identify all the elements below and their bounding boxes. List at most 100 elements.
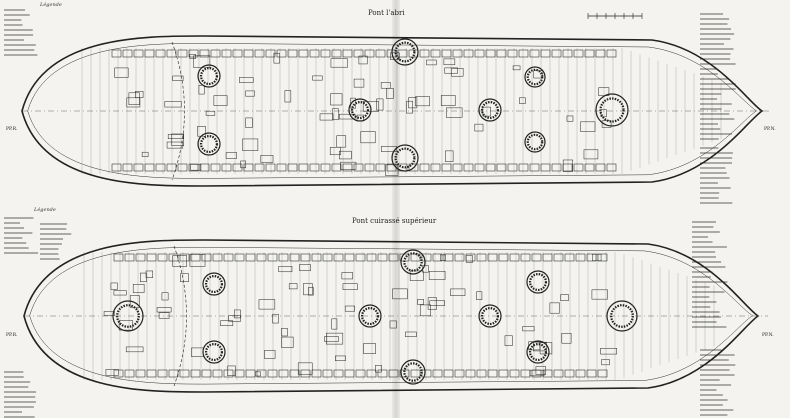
- cabin-block: [561, 333, 572, 344]
- cabin-block: [440, 95, 456, 106]
- side-cabin: [355, 369, 366, 378]
- side-cabin: [289, 253, 300, 262]
- turret-inner-ring: [204, 274, 224, 294]
- cabin-block: [324, 336, 339, 342]
- side-cabin: [443, 253, 454, 262]
- turret-ring: [202, 272, 226, 296]
- side-cabin: [267, 369, 278, 378]
- side-cabin: [124, 369, 135, 378]
- side-cabin: [454, 253, 465, 262]
- side-cabin: [487, 369, 498, 378]
- cabin-block: [375, 365, 382, 373]
- cabin-block: [288, 283, 298, 290]
- cabin-block: [583, 149, 599, 160]
- side-cabin: [333, 369, 344, 378]
- cabin-block: [281, 336, 294, 348]
- side-cabin: [201, 369, 212, 378]
- cabin-block: [172, 75, 184, 81]
- side-cabin: [551, 163, 562, 172]
- side-cabin: [586, 369, 597, 378]
- side-cabin: [542, 369, 553, 378]
- cabin-block: [445, 107, 463, 118]
- cabin-block: [240, 160, 247, 169]
- side-cabin: [155, 49, 166, 58]
- side-cabin: [564, 253, 575, 262]
- side-cabin: [463, 163, 474, 172]
- side-cabin: [146, 253, 157, 262]
- cabin-block: [512, 65, 521, 71]
- side-cabin: [529, 49, 540, 58]
- side-cabin: [278, 253, 289, 262]
- side-cabin: [540, 49, 551, 58]
- side-cabin: [188, 163, 199, 172]
- side-cabin: [476, 369, 487, 378]
- cabin-block: [228, 315, 241, 322]
- side-cabin: [432, 369, 443, 378]
- side-cabin: [311, 369, 322, 378]
- cabin-block: [326, 332, 344, 345]
- cabin-block: [171, 133, 184, 146]
- cabin-block: [281, 328, 288, 337]
- turret-ring: [112, 300, 144, 332]
- cabin-block: [465, 255, 473, 263]
- side-cabin: [344, 369, 355, 378]
- cabin-block: [476, 291, 483, 300]
- cabin-block: [213, 95, 228, 106]
- cabin-block: [245, 117, 253, 128]
- turret-inner-ring: [526, 133, 544, 151]
- side-cabin: [201, 253, 212, 262]
- side-cabin: [179, 369, 190, 378]
- turret-inner-ring: [599, 97, 625, 123]
- side-cabin: [540, 163, 551, 172]
- side-cabin: [507, 49, 518, 58]
- side-cabin: [344, 253, 355, 262]
- side-cabin: [509, 369, 520, 378]
- cabin-block: [340, 161, 357, 170]
- cabin-block: [360, 131, 376, 144]
- turret-inner-ring: [528, 342, 548, 362]
- side-cabin: [485, 49, 496, 58]
- side-cabin: [575, 369, 586, 378]
- inner-hull-line: [29, 247, 754, 385]
- side-cabin: [166, 163, 177, 172]
- cabin-block: [389, 320, 397, 329]
- turret-ring: [197, 132, 221, 156]
- cabin-block: [376, 98, 384, 111]
- side-cabin: [419, 163, 430, 172]
- side-cabin: [199, 49, 210, 58]
- cabin-block: [180, 273, 189, 282]
- turret-ring: [400, 359, 426, 385]
- turret-inner-ring: [403, 362, 423, 382]
- side-cabin: [485, 163, 496, 172]
- side-cabin: [573, 163, 584, 172]
- cabin-block: [319, 113, 334, 121]
- side-cabin: [223, 369, 234, 378]
- cabin-block: [592, 253, 602, 261]
- side-cabin: [353, 163, 364, 172]
- cabin-block: [272, 313, 279, 324]
- side-cabin: [256, 369, 267, 378]
- lower-bow-mark: PP.N.: [762, 333, 774, 338]
- side-cabin: [155, 163, 166, 172]
- side-cabin: [232, 49, 243, 58]
- cabin-block: [392, 288, 408, 300]
- cabin-block: [429, 300, 446, 306]
- side-cabin: [144, 49, 155, 58]
- lower-legend-heading: Légende: [34, 207, 56, 213]
- side-cabin: [443, 369, 454, 378]
- side-cabin: [256, 253, 267, 262]
- side-cabin: [188, 49, 199, 58]
- side-cabin: [276, 49, 287, 58]
- cabin-block: [239, 77, 254, 83]
- cabin-block: [427, 297, 437, 310]
- side-cabin: [595, 163, 606, 172]
- cabin-block: [444, 67, 458, 74]
- side-cabin: [124, 253, 135, 262]
- cabin-block: [189, 54, 196, 59]
- cabin-block: [297, 362, 313, 375]
- cabin-block: [308, 287, 314, 296]
- cabin-block: [260, 155, 274, 163]
- cabin-block: [245, 90, 255, 97]
- lower-deck-plan: [23, 239, 768, 393]
